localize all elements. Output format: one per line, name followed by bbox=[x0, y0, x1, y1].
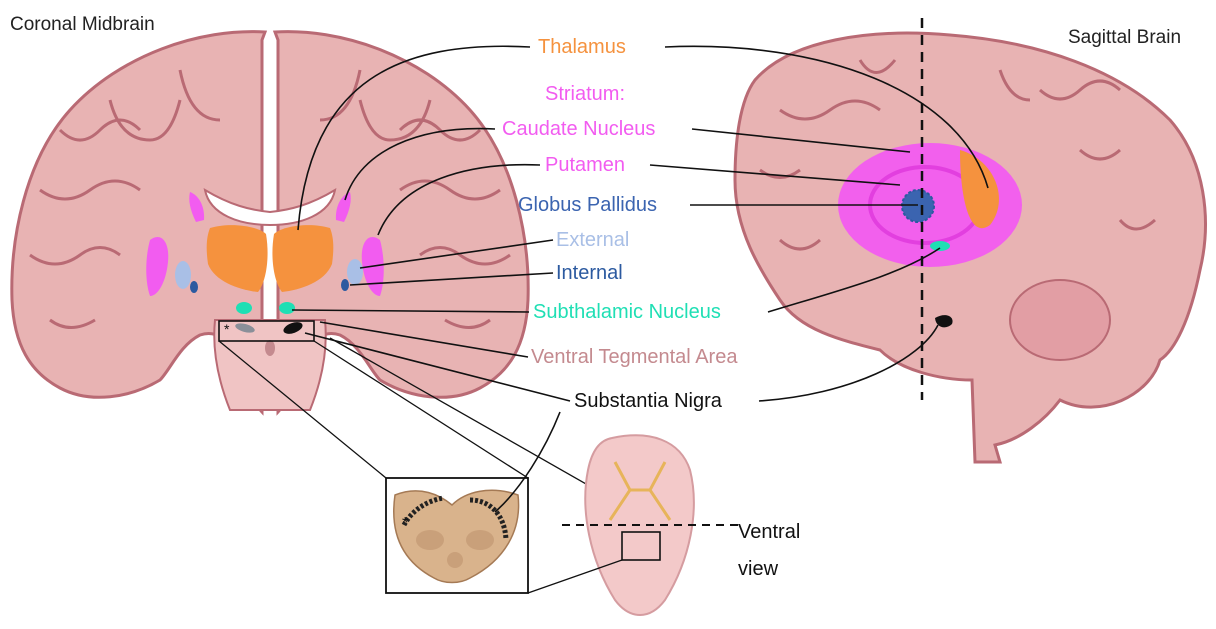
cerebellum bbox=[1010, 280, 1110, 360]
inset-nucleus-l bbox=[416, 530, 444, 550]
sagittal-globus-pallidus bbox=[902, 190, 934, 222]
coronal-brain bbox=[12, 32, 528, 412]
coronal-stn-right bbox=[279, 302, 295, 314]
ventral-view-line2: view bbox=[738, 557, 778, 581]
coronal-gpi-right bbox=[341, 279, 349, 291]
label-globus-pallidus: Globus Pallidus bbox=[518, 193, 657, 217]
coronal-gpe-right bbox=[347, 259, 363, 285]
coronal-gpe-left bbox=[175, 261, 191, 289]
coronal-vta bbox=[265, 340, 275, 356]
sagittal-stn bbox=[930, 241, 950, 251]
coronal-title: Coronal Midbrain bbox=[10, 14, 155, 36]
midbrain-inset bbox=[386, 478, 528, 593]
label-thalamus: Thalamus bbox=[538, 35, 626, 59]
label-striatum: Striatum: bbox=[545, 82, 625, 106]
label-vta: Ventral Tegmental Area bbox=[531, 345, 737, 369]
label-substantia-nigra: Substantia Nigra bbox=[574, 389, 722, 413]
ventral-view-line1: Ventral bbox=[738, 520, 800, 544]
inset-aqueduct bbox=[447, 552, 463, 568]
label-internal: Internal bbox=[556, 261, 623, 285]
coronal-asterisk: * bbox=[224, 321, 230, 337]
label-caudate: Caudate Nucleus bbox=[502, 117, 655, 141]
inset-asterisk: * bbox=[402, 515, 408, 532]
inset-nucleus-r bbox=[466, 530, 494, 550]
coronal-stn-left bbox=[236, 302, 252, 314]
sagittal-title: Sagittal Brain bbox=[1068, 27, 1181, 49]
label-subthalamic: Subthalamic Nucleus bbox=[533, 300, 721, 324]
label-external: External bbox=[556, 228, 629, 252]
coronal-gpi-left bbox=[190, 281, 198, 293]
ventral-brain bbox=[562, 435, 740, 615]
label-putamen: Putamen bbox=[545, 153, 625, 177]
